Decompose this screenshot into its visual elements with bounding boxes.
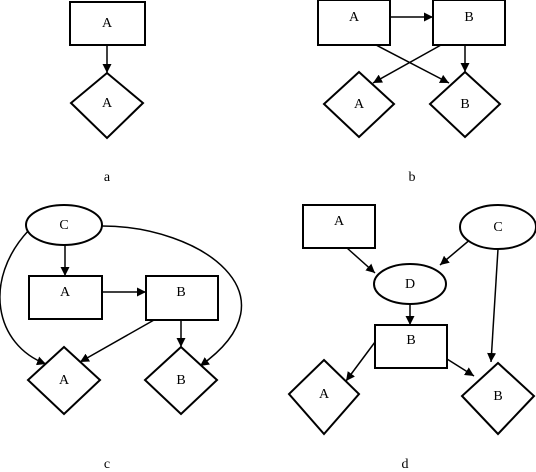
panel-b: A B A B b	[317, 0, 506, 185]
panel-c-box-b	[145, 275, 219, 321]
panel-b-box-a-label: A	[349, 10, 360, 25]
edge-d-b-to-diamond-a	[345, 337, 379, 382]
edge-c-c-to-diamond-b-curve	[101, 225, 243, 367]
panel-c-box-b-label: B	[176, 285, 185, 300]
edge-d-c-to-diamond-b	[487, 248, 499, 363]
edge-c-c-to-diamond-a-curve	[0, 229, 47, 366]
panel-d-diamond-b-label: B	[493, 389, 502, 404]
edge-d-a-to-d	[346, 247, 376, 274]
edge-b-b-to-diamond-a	[372, 44, 442, 84]
panel-a-diamond-a	[69, 71, 145, 140]
panel-c-oval-c-label: C	[59, 218, 68, 233]
edge-d-b-to-diamond-b	[446, 358, 475, 377]
edge-c-b-to-diamond-a	[79, 319, 155, 363]
panel-d-diamond-a-label: A	[319, 387, 330, 402]
panel-b-caption: b	[409, 170, 416, 185]
panel-d-box-b-label: B	[406, 333, 415, 348]
edge-b-a-to-diamond-b	[375, 44, 450, 84]
panel-d-oval-c	[459, 204, 536, 250]
panel-d-diamond-b	[460, 361, 536, 436]
panel-b-diamond-a-label: A	[354, 97, 365, 112]
panel-a-caption: a	[104, 170, 111, 185]
panel-b-diamond-b	[428, 70, 502, 139]
panel-d-diamond-a	[287, 358, 361, 436]
panel-b-box-a	[317, 0, 391, 46]
panel-b-box-b-label: B	[464, 10, 473, 25]
panel-d-oval-d	[373, 263, 447, 305]
panel-b-box-b	[432, 0, 506, 46]
panel-a-diamond-a-label: A	[102, 96, 113, 111]
panel-d: A C D B A B d	[287, 204, 536, 472]
panel-b-diamond-a	[322, 70, 396, 139]
panel-d-oval-d-label: D	[405, 277, 415, 292]
panel-c-box-a-label: A	[60, 285, 71, 300]
panel-c-box-a	[28, 275, 103, 320]
panel-b-diamond-b-label: B	[460, 97, 469, 112]
panel-d-box-a	[302, 204, 376, 249]
panel-c-caption: c	[104, 457, 110, 472]
panel-a-box-a	[69, 1, 146, 46]
panel-a: A A a	[69, 1, 146, 185]
panel-a-box-a-label: A	[102, 16, 113, 31]
panel-c-diamond-a-label: A	[59, 373, 70, 388]
panel-c: C A B A B c	[0, 204, 243, 472]
panel-d-box-b	[374, 324, 448, 369]
panel-c-diamond-b	[143, 345, 219, 416]
panel-c-oval-c	[25, 204, 103, 246]
panel-d-oval-c-label: C	[493, 220, 502, 235]
edge-d-c-to-d	[439, 237, 473, 266]
panel-c-diamond-b-label: B	[176, 373, 185, 388]
panel-c-diamond-a	[26, 345, 102, 416]
panel-d-caption: d	[402, 457, 409, 472]
panel-d-box-a-label: A	[334, 214, 345, 229]
